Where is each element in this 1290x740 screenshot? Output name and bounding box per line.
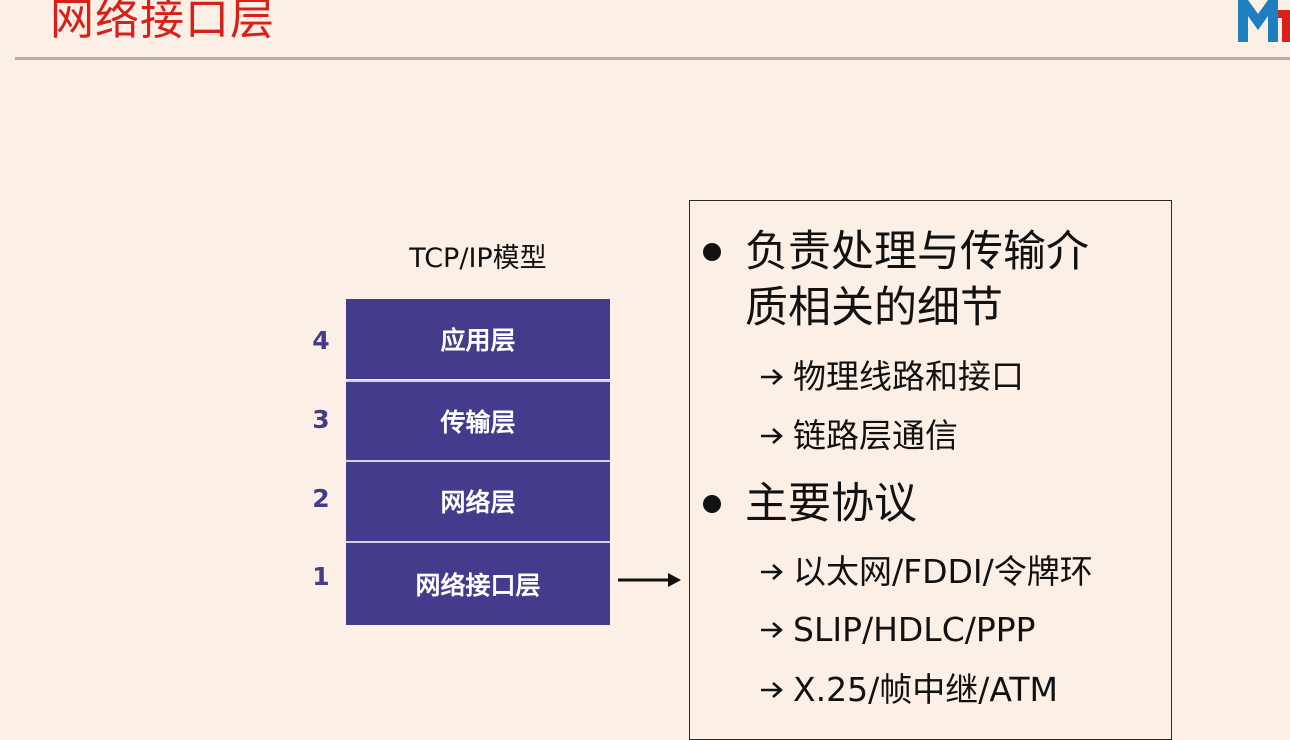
bullet-heading-line: 主要协议 [745, 479, 917, 529]
list-item-text: X.25/帧中继/ATM [793, 670, 1058, 709]
list-item-text: 以太网/FDDI/令牌环 [793, 552, 1093, 591]
list-item: 链路层通信 [760, 414, 958, 458]
layer-block-network-interface: 网络接口层 [346, 543, 610, 625]
layer-divider [346, 380, 610, 382]
layer-label: 网络层 [440, 488, 516, 517]
list-item-text: 链路层通信 [793, 416, 958, 455]
bullet-dot-icon [703, 495, 721, 513]
layer-number: 2 [312, 484, 330, 513]
arrow-bullet-icon [761, 369, 783, 385]
layer-block-network: 网络层 [346, 461, 610, 541]
layer-block-transport: 传输层 [346, 381, 610, 461]
list-item: SLIP/HDLC/PPP [760, 608, 1036, 652]
arrow-bullet-icon [761, 428, 783, 444]
model-caption: TCP/IP模型 [409, 243, 547, 274]
layer-number: 3 [312, 405, 330, 434]
bullet-heading-line: 质相关的细节 [745, 283, 1003, 333]
list-item-text: SLIP/HDLC/PPP [793, 610, 1036, 649]
layer-divider [346, 460, 610, 462]
layer-block-application: 应用层 [346, 299, 610, 379]
bullet-dot-icon [703, 243, 721, 261]
layer-divider [346, 541, 610, 543]
brand-logo [1238, 0, 1290, 42]
layer-number: 1 [312, 562, 330, 591]
right-arrow-icon [618, 573, 681, 587]
arrow-bullet-icon [761, 622, 783, 638]
list-item: 物理线路和接口 [760, 355, 1024, 399]
layer-label: 应用层 [440, 326, 516, 355]
list-item: X.25/帧中继/ATM [760, 668, 1058, 712]
arrow-bullet-icon [761, 564, 783, 580]
layer-label: 传输层 [440, 408, 516, 437]
list-item: 以太网/FDDI/令牌环 [760, 550, 1093, 594]
title-divider [15, 57, 1290, 60]
arrow-bullet-icon [761, 682, 783, 698]
layer-number: 4 [312, 326, 330, 355]
layer-label: 网络接口层 [415, 571, 541, 600]
bullet-heading-line: 负责处理与传输介 [745, 227, 1089, 277]
slide-title: 网络接口层 [50, 0, 275, 45]
list-item-text: 物理线路和接口 [793, 357, 1024, 396]
